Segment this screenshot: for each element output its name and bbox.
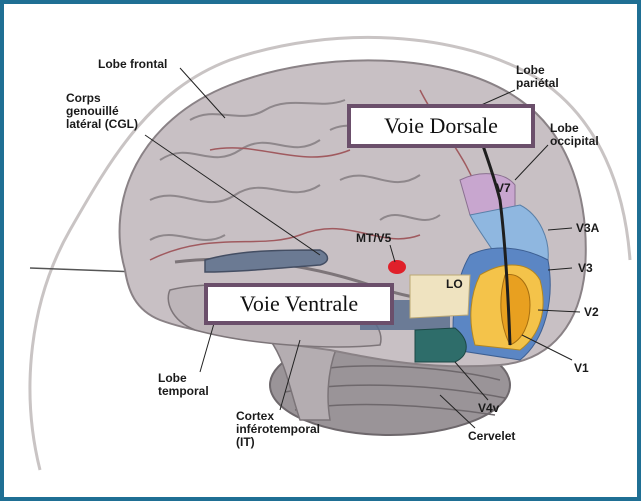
ventral-pathway-label: Voie Ventrale xyxy=(240,291,358,317)
area-v4v xyxy=(415,328,466,362)
label-cortex-it: Cortex inférotemporal (IT) xyxy=(236,410,332,449)
label-cervelet: Cervelet xyxy=(468,430,515,443)
label-lo: LO xyxy=(446,278,463,291)
label-v2: V2 xyxy=(584,306,599,319)
area-mt-v5 xyxy=(388,260,406,274)
label-v7: V7 xyxy=(496,182,511,195)
label-lobe-frontal: Lobe frontal xyxy=(98,58,167,71)
optic-nerve-line xyxy=(30,268,140,272)
label-v3a: V3A xyxy=(576,222,599,235)
label-mt-v5: MT/V5 xyxy=(356,232,391,245)
label-v1: V1 xyxy=(574,362,589,375)
label-lobe-temporal: Lobe temporal xyxy=(158,372,222,398)
label-lobe-parietal: Lobe pariétal xyxy=(516,64,576,90)
ventral-pathway-box: Voie Ventrale xyxy=(204,283,394,325)
dorsal-pathway-box: Voie Dorsale xyxy=(347,104,535,148)
dorsal-pathway-label: Voie Dorsale xyxy=(384,113,498,139)
label-v3: V3 xyxy=(578,262,593,275)
label-cgl: Corps genouillé latéral (CGL) xyxy=(66,92,138,131)
label-v4v: V4v xyxy=(478,402,499,415)
label-lobe-occipital: Lobe occipital xyxy=(550,122,610,148)
